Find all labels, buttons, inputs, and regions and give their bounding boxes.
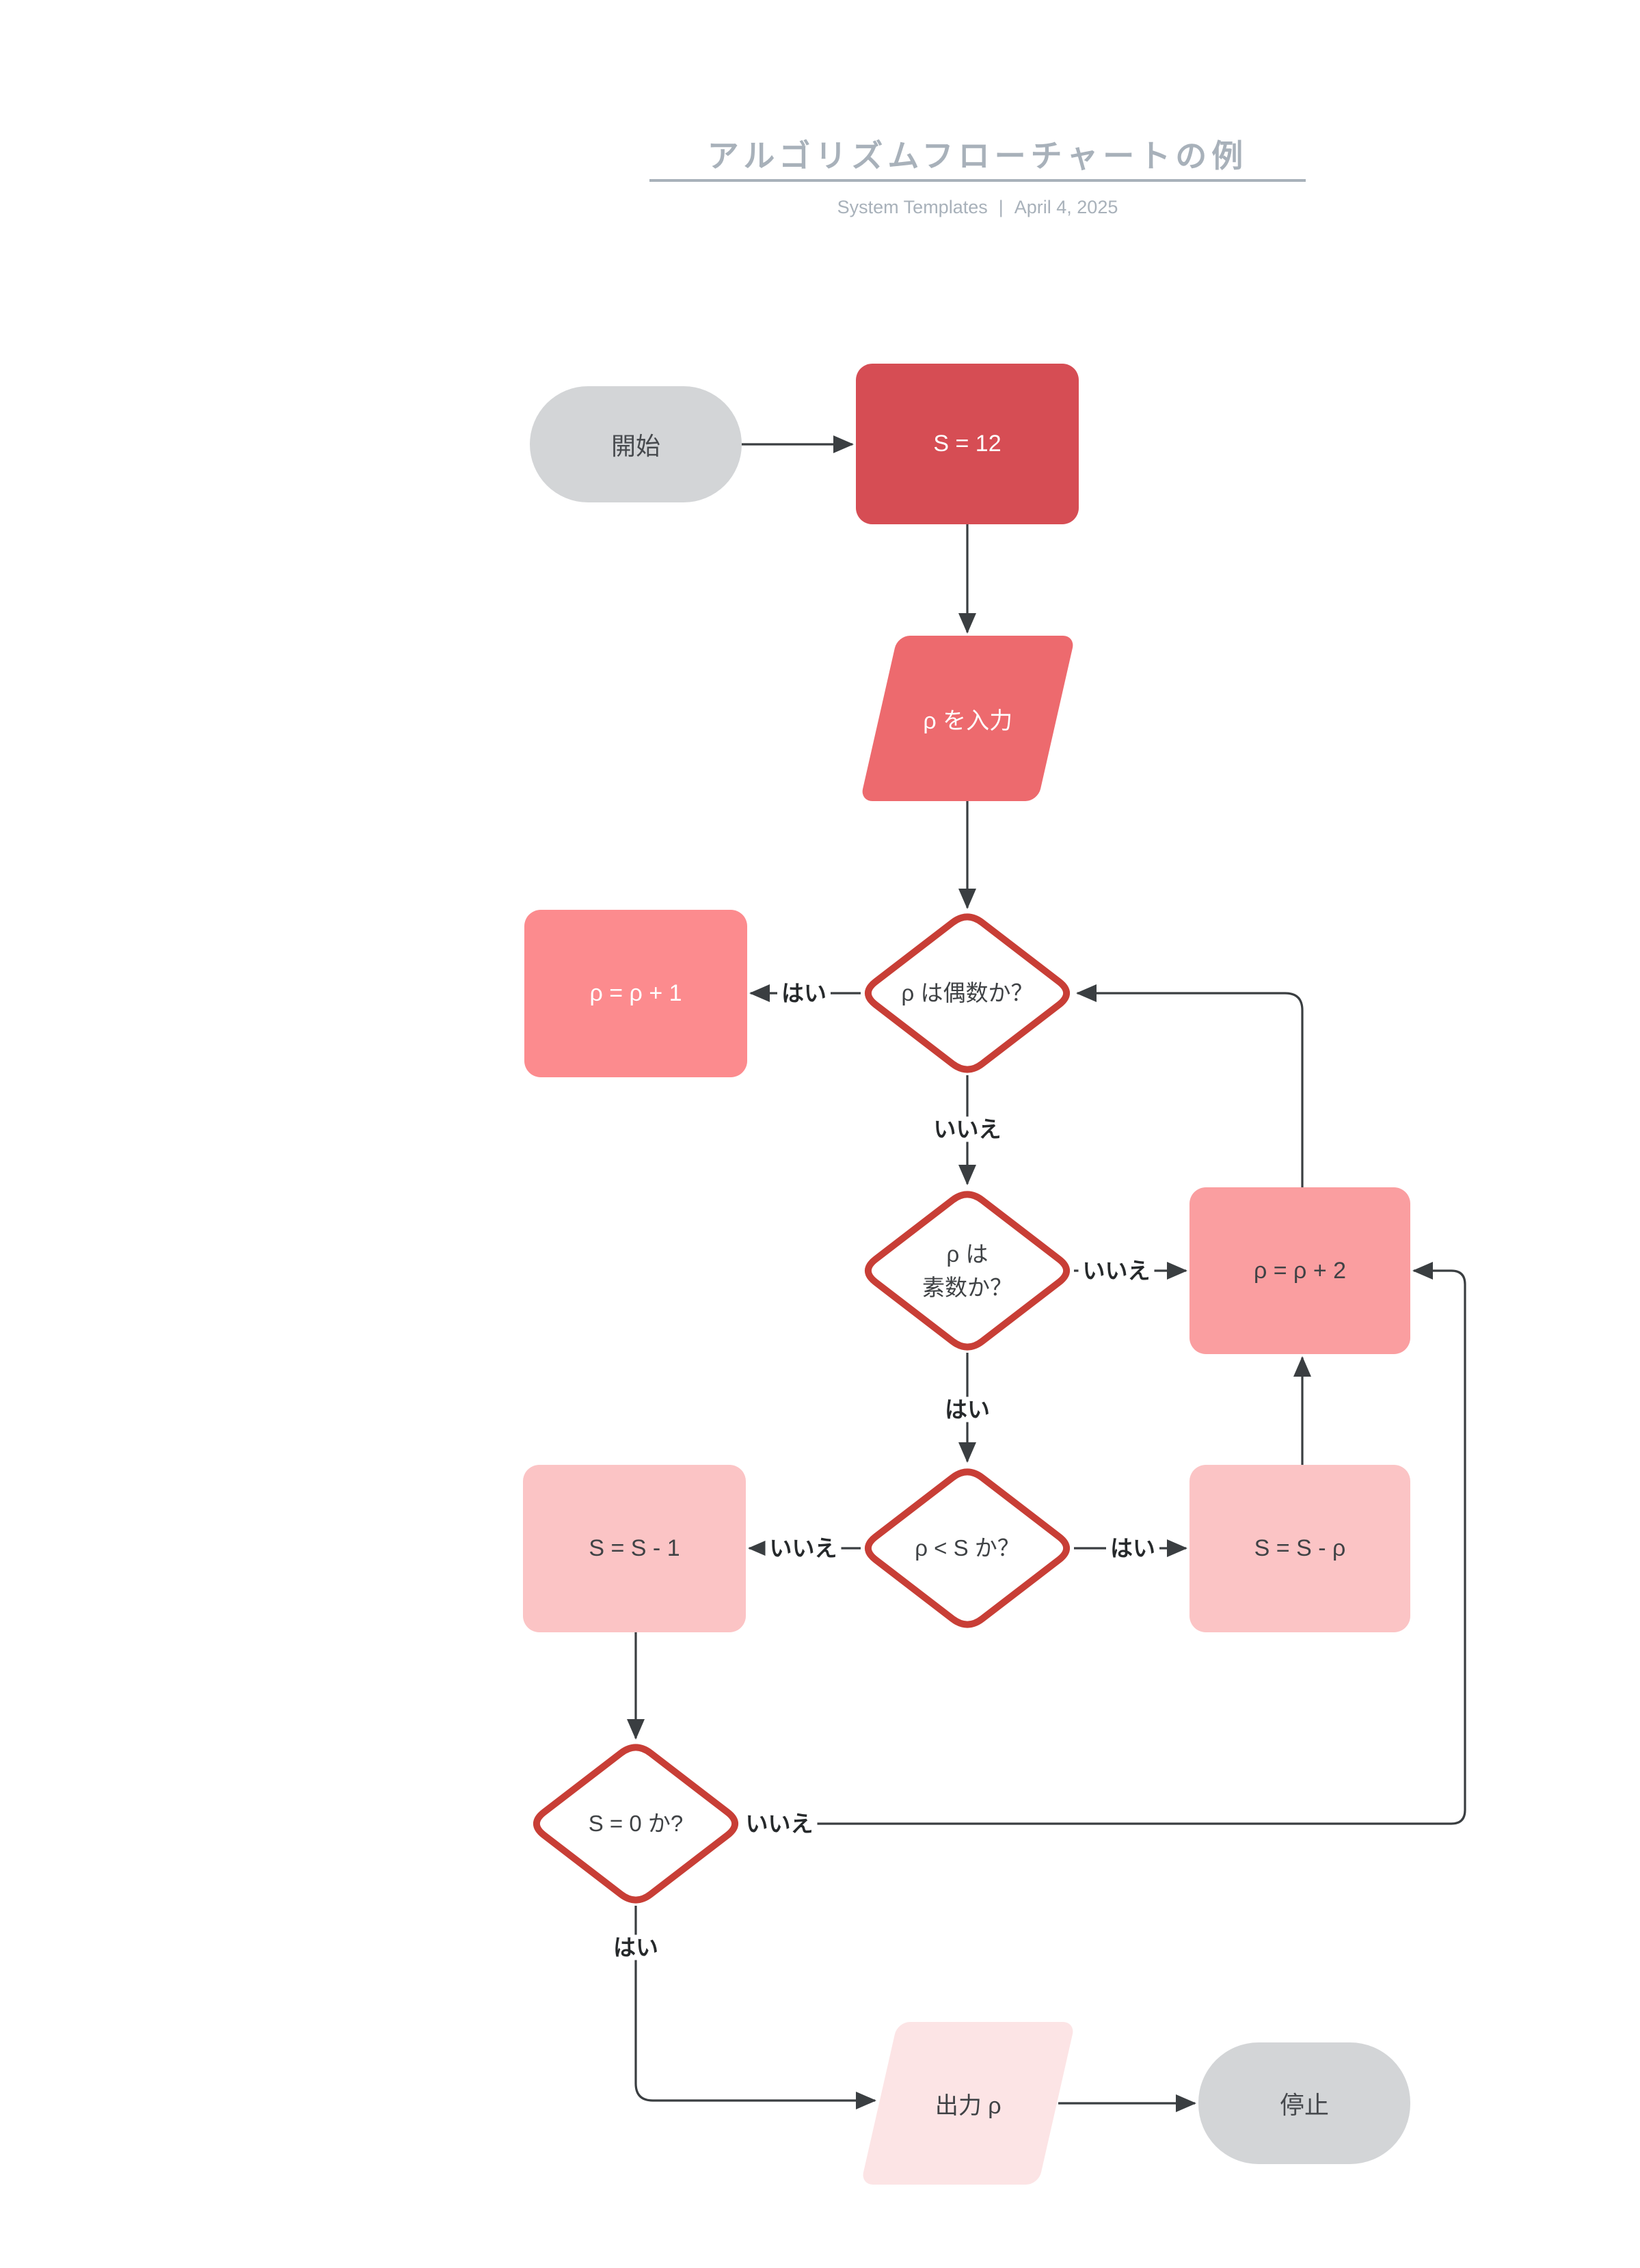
subtitle-date: April 4, 2025 xyxy=(1014,197,1118,217)
edge-label-dless-yes: はい xyxy=(1106,1535,1159,1561)
io-input-rho: ρ を入力 xyxy=(860,636,1075,801)
subtitle-separator: | xyxy=(998,197,1004,217)
process-init-s12: S = 12 xyxy=(856,364,1079,524)
process-rho-plus2: ρ = ρ + 2 xyxy=(1189,1187,1410,1354)
input-label: ρ を入力 xyxy=(923,707,1012,734)
decision-zero-label: S = 0 か? xyxy=(588,1811,684,1837)
subtitle-author: System Templates xyxy=(837,197,988,217)
edge-label-dprime-no: いいえ xyxy=(1078,1258,1155,1284)
edge-label-dzero-yes: はい xyxy=(609,1934,662,1960)
decision-less-label: ρ < S か？ xyxy=(915,1535,1020,1561)
s-minus-rho-label: S = S - ρ xyxy=(1254,1535,1346,1561)
start-terminator: 開始 xyxy=(530,386,742,502)
decision-prime-label: ρ は 素数か？ xyxy=(922,1241,1012,1301)
edge-label-deven-yes: はい xyxy=(777,980,831,1006)
edge-plus2-loop-deven xyxy=(1076,984,1304,1187)
process-s-minus1: S = S - 1 xyxy=(523,1465,746,1632)
title-underline xyxy=(649,179,1306,182)
init-label: S = 12 xyxy=(933,431,1002,457)
output-label: 出力 ρ xyxy=(935,2092,1002,2119)
decision-even-label: ρ は偶数か？ xyxy=(901,980,1034,1006)
edge-dzero-no-plus2 xyxy=(742,1262,1466,1825)
edge-label-dprime-yes: はい xyxy=(941,1396,994,1422)
process-rho-plus1: ρ = ρ + 1 xyxy=(524,910,747,1077)
process-s-minus-rho: S = S - ρ xyxy=(1189,1465,1410,1632)
rho-plus2-label: ρ = ρ + 2 xyxy=(1253,1257,1347,1284)
s-minus1-label: S = S - 1 xyxy=(589,1535,680,1561)
start-label: 開始 xyxy=(610,432,660,460)
edge-label-dless-no: いいえ xyxy=(765,1535,842,1561)
page-title: アルゴリズムフローチャートの例 xyxy=(707,138,1248,174)
edge-label-deven-no: いいえ xyxy=(929,1116,1006,1142)
stop-terminator: 停止 xyxy=(1198,2042,1410,2164)
stop-label: 停止 xyxy=(1279,2091,1329,2119)
edge-label-dzero-no: いいえ xyxy=(741,1811,818,1837)
edge-dzero-yes-output xyxy=(634,1906,876,2109)
rho-plus1-label: ρ = ρ + 1 xyxy=(589,980,682,1006)
io-output-rho: 出力 ρ xyxy=(860,2022,1075,2185)
page-subtitle: System Templates | April 4, 2025 xyxy=(649,197,1306,218)
